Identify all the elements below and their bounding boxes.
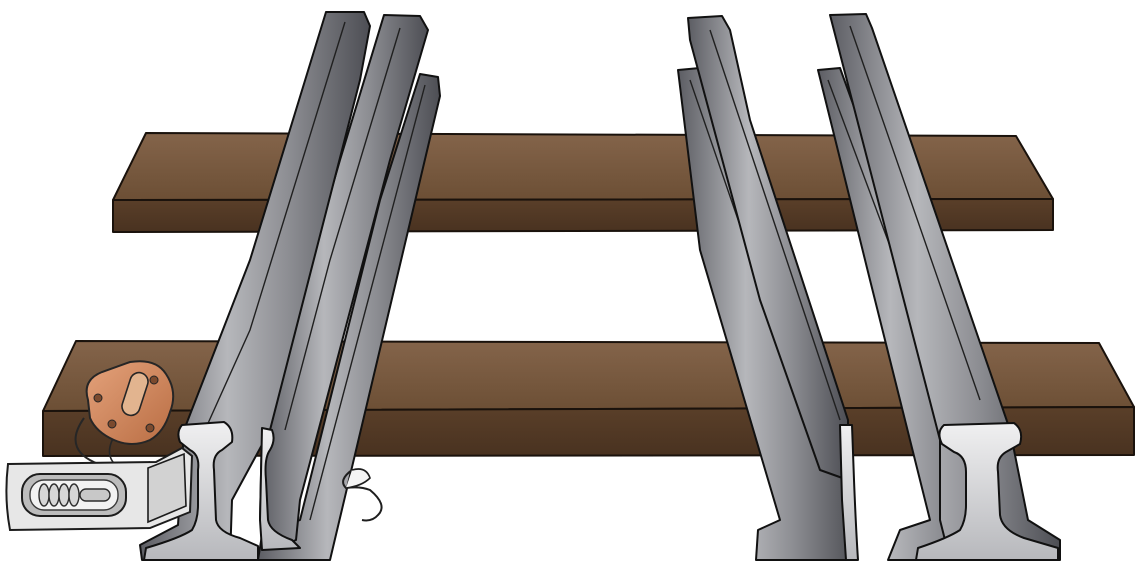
right-rail-front-right bbox=[830, 14, 1060, 560]
right-rail-group bbox=[678, 14, 1060, 560]
